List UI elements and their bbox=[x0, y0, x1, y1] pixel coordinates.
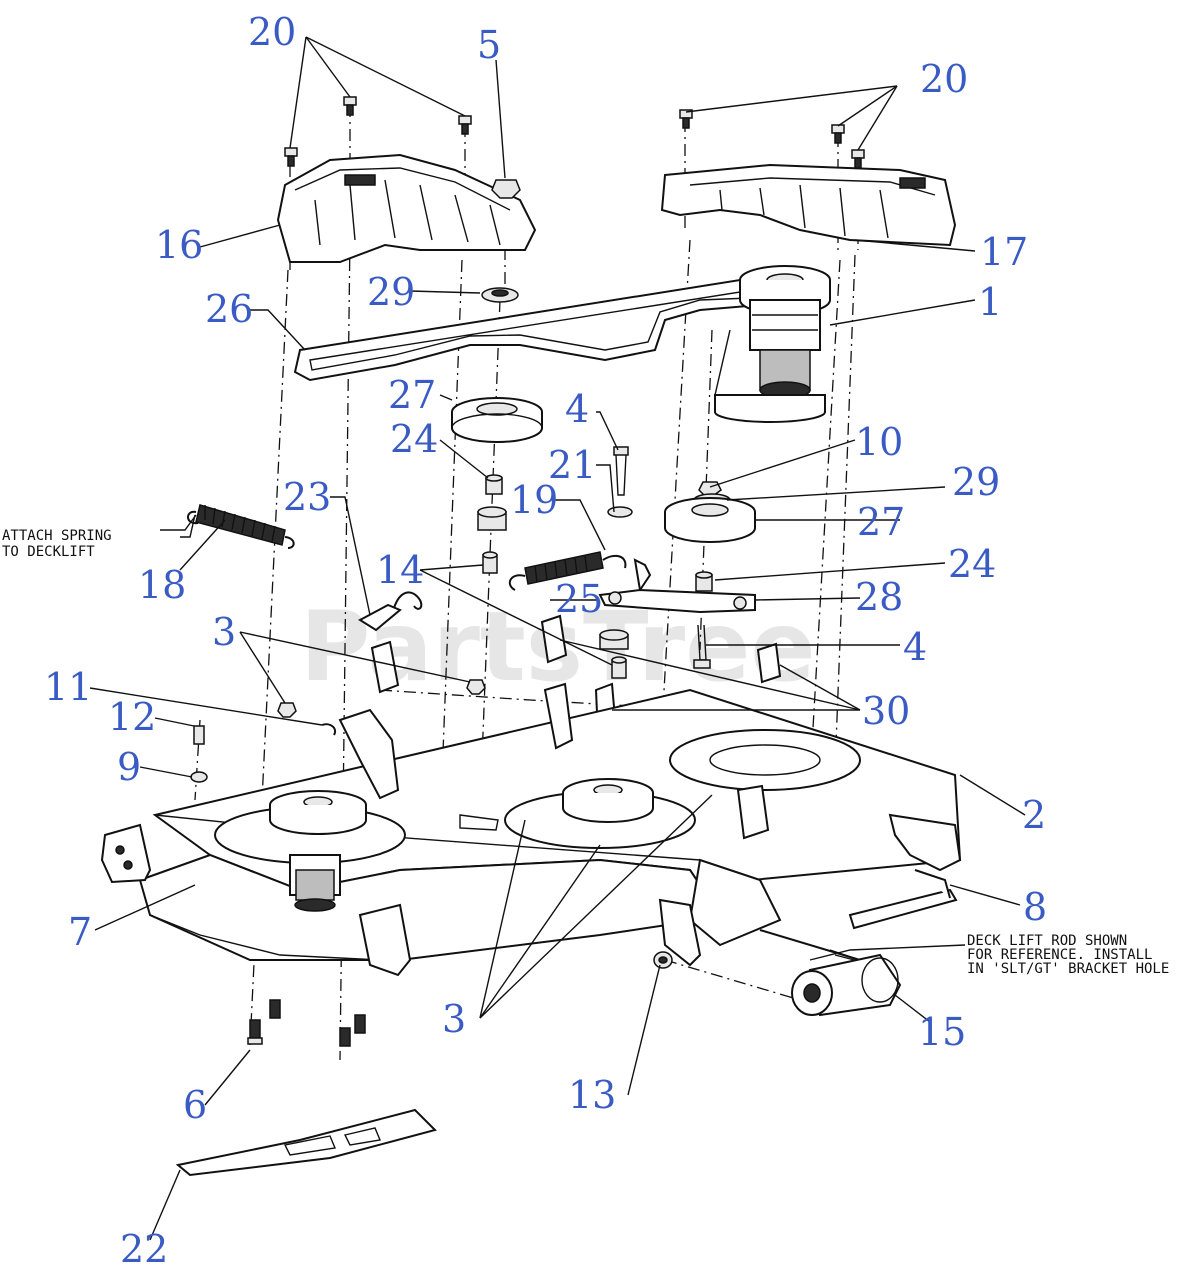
rod-note-line-2: FOR REFERENCE. INSTALL bbox=[967, 947, 1152, 963]
spring-hook-bracket bbox=[358, 591, 423, 632]
callout-4: 4 bbox=[903, 625, 927, 669]
callout-15: 15 bbox=[918, 1010, 966, 1054]
idler-bushing bbox=[477, 506, 507, 531]
front-lift-bracket bbox=[658, 858, 863, 967]
callout-7: 7 bbox=[68, 910, 92, 954]
callout-20: 20 bbox=[248, 10, 296, 54]
callout-2: 2 bbox=[1022, 793, 1046, 837]
callout-24: 24 bbox=[948, 542, 996, 586]
mower-deck bbox=[100, 688, 962, 961]
rod-note: DECK LIFT ROD SHOWN FOR REFERENCE. INSTA… bbox=[967, 933, 1169, 977]
idler-bolt-upper bbox=[613, 446, 629, 496]
callout-5: 5 bbox=[477, 23, 501, 67]
callout-16: 16 bbox=[155, 223, 203, 267]
callout-22: 22 bbox=[120, 1227, 168, 1271]
callout-24: 24 bbox=[390, 417, 438, 461]
callout-27: 27 bbox=[857, 500, 905, 544]
idler-bolt-lower bbox=[693, 624, 711, 669]
deck-lift-rod bbox=[848, 869, 958, 930]
spring-note-line-2: TO DECKLIFT bbox=[2, 544, 95, 560]
spacer-right bbox=[695, 571, 713, 592]
bushing-upper bbox=[482, 551, 498, 574]
callout-labels: 20 5 20 16 17 29 26 1 27 24 4 21 10 23 1… bbox=[44, 10, 1047, 1271]
idler-pulley-right bbox=[664, 493, 756, 543]
right-belt-cover bbox=[660, 163, 957, 247]
rod-note-line-3: IN 'SLT/GT' BRACKET HOLE bbox=[967, 961, 1169, 977]
callout-19: 19 bbox=[510, 478, 558, 522]
callout-28: 28 bbox=[855, 575, 903, 619]
idler-spacer bbox=[599, 629, 629, 650]
drive-belt bbox=[293, 278, 761, 382]
bushing-lower bbox=[611, 656, 627, 679]
small-hardware-left bbox=[190, 679, 486, 783]
callout-11: 11 bbox=[44, 665, 92, 709]
callout-30: 30 bbox=[862, 689, 910, 733]
leader-lines bbox=[89, 36, 1026, 1241]
rod-note-line-1: DECK LIFT ROD SHOWN bbox=[967, 933, 1127, 949]
spring-note-line-1: ATTACH SPRING bbox=[2, 528, 112, 544]
spring-note: ATTACH SPRING TO DECKLIFT bbox=[2, 528, 112, 560]
callout-13: 13 bbox=[568, 1073, 616, 1117]
spindle-pulley-center bbox=[562, 778, 654, 823]
idler-arm bbox=[598, 558, 756, 614]
idler-spring bbox=[508, 551, 627, 591]
callout-12: 12 bbox=[108, 695, 156, 739]
callout-20: 20 bbox=[920, 57, 968, 101]
callout-26: 26 bbox=[205, 287, 253, 331]
callout-4: 4 bbox=[565, 387, 589, 431]
callout-29: 29 bbox=[367, 270, 415, 314]
cover-nut bbox=[491, 179, 521, 199]
callout-29: 29 bbox=[952, 460, 1000, 504]
callout-1: 1 bbox=[978, 280, 1002, 324]
deck-hanger-brackets bbox=[338, 682, 770, 977]
cover-bolts bbox=[284, 96, 865, 169]
callout-6: 6 bbox=[183, 1083, 207, 1127]
callout-14: 14 bbox=[376, 548, 424, 592]
spindle-assembly-left bbox=[269, 790, 367, 912]
spacer-left bbox=[485, 474, 503, 495]
callout-25: 25 bbox=[555, 577, 603, 621]
gauge-wheel bbox=[791, 953, 902, 1017]
wheel-nut bbox=[653, 951, 673, 969]
callout-8: 8 bbox=[1023, 885, 1047, 929]
spindle-mount-bolts bbox=[247, 999, 366, 1047]
callout-21: 21 bbox=[548, 443, 596, 487]
idler-pulley-left bbox=[451, 397, 543, 443]
spindle-washer-left bbox=[481, 287, 519, 303]
callout-3: 3 bbox=[442, 997, 466, 1041]
deck-lift-spring bbox=[187, 504, 295, 549]
callout-23: 23 bbox=[283, 475, 331, 519]
left-belt-cover bbox=[276, 153, 537, 263]
flat-washer bbox=[607, 506, 633, 518]
callout-10: 10 bbox=[855, 420, 903, 464]
mower-blade bbox=[175, 1108, 437, 1177]
callout-27: 27 bbox=[388, 373, 436, 417]
callout-9: 9 bbox=[117, 745, 141, 789]
spindle-assembly-right bbox=[714, 265, 831, 423]
callout-18: 18 bbox=[138, 563, 186, 607]
callout-17: 17 bbox=[980, 230, 1028, 274]
callout-3: 3 bbox=[212, 610, 236, 654]
